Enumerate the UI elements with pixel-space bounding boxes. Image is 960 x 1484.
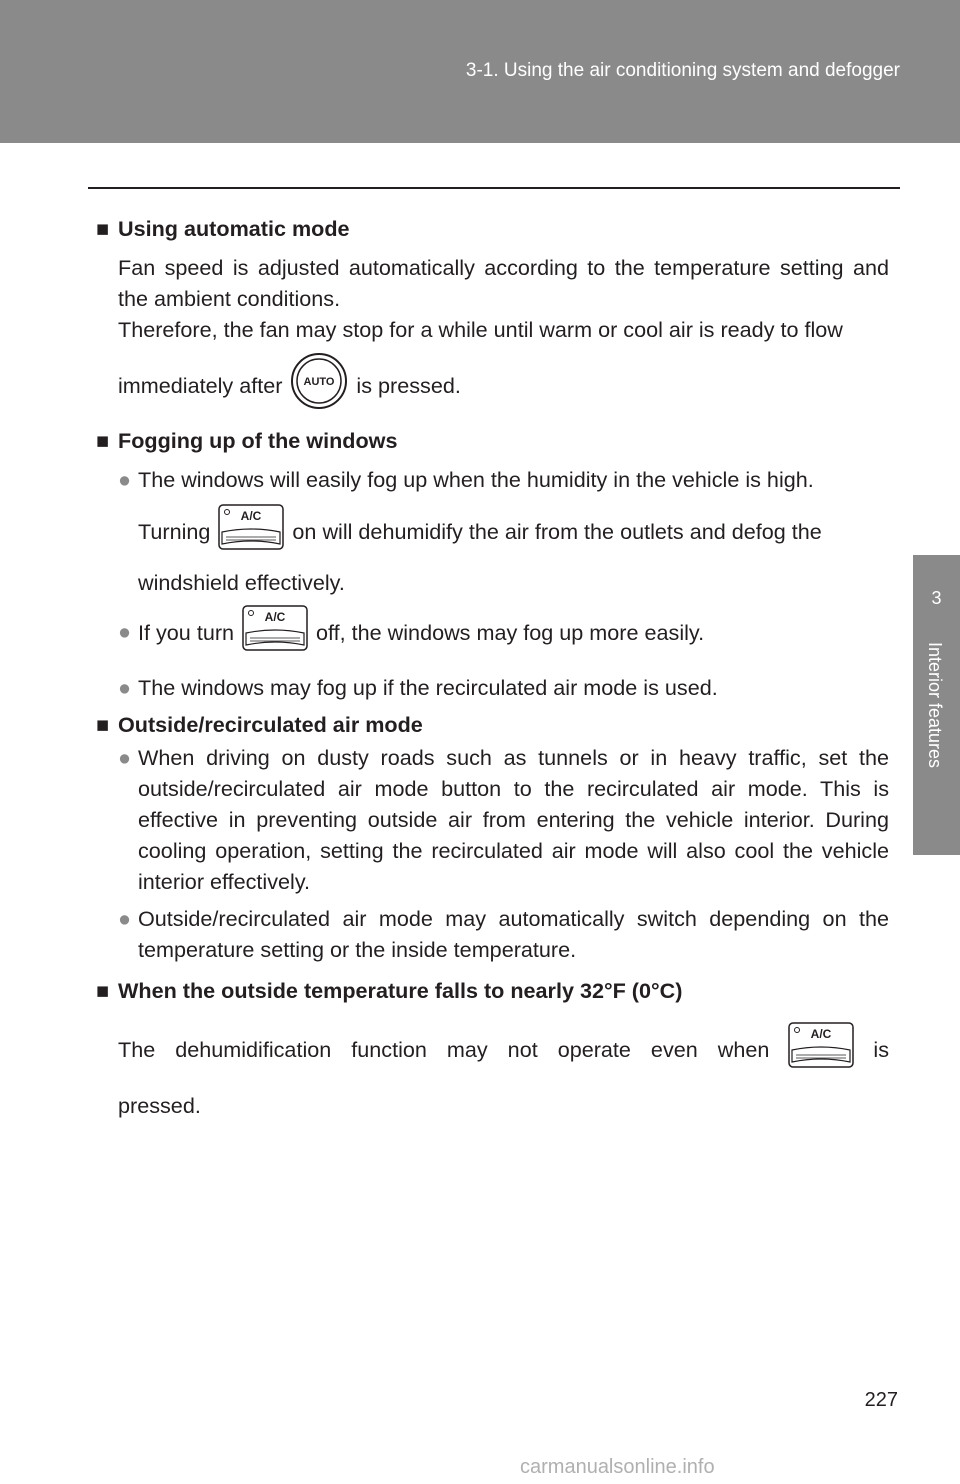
section-heading: ■Fogging up of the windows	[96, 425, 889, 456]
section-heading: ■Outside/recirculated air mode	[96, 709, 889, 740]
auto-button-icon: AUTO	[290, 352, 348, 418]
round-bullet-icon: ●	[118, 906, 132, 931]
page-number: 227	[864, 1389, 898, 1411]
section-heading: ■Using automatic mode	[96, 213, 889, 244]
ac-button-icon: A/C	[788, 1022, 855, 1076]
section-recirculated-air: ■Outside/recirculated air mode ● When dr…	[96, 709, 889, 965]
bullet-item: ● Outside/recirculated air mode may auto…	[96, 903, 889, 965]
square-bullet-icon: ■	[96, 712, 110, 737]
section-automatic-mode: ■Using automatic mode Fan speed is adjus…	[96, 213, 889, 415]
watermark-footer: carmanualsonline.info	[520, 1456, 715, 1478]
section-title: 3-1. Using the air conditioning system a…	[465, 60, 900, 81]
round-bullet-icon: ●	[118, 745, 132, 770]
svg-text:A/C: A/C	[811, 1027, 832, 1041]
bullet-item: ● When driving on dusty roads such as tu…	[96, 742, 889, 897]
side-chapter-tab	[913, 555, 960, 855]
svg-text:A/C: A/C	[265, 610, 286, 624]
svg-text:A/C: A/C	[241, 509, 262, 523]
page-content: ■Using automatic mode Fan speed is adjus…	[96, 213, 889, 1121]
round-bullet-icon: ●	[118, 619, 132, 644]
section-heading: ■When the outside temperature falls to n…	[96, 975, 889, 1006]
paragraph: Therefore, the fan may stop for a while …	[118, 317, 843, 342]
section-fogging: ■Fogging up of the windows ● The windows…	[96, 425, 889, 703]
svg-text:AUTO: AUTO	[304, 376, 335, 388]
ac-button-icon: A/C	[242, 605, 308, 659]
round-bullet-icon: ●	[118, 675, 132, 700]
bullet-item: ● If you turn A/C off, the windows may f…	[96, 604, 889, 660]
chapter-label: Interior features	[925, 642, 945, 769]
bullet-item: ● The windows may fog up if the recircul…	[96, 672, 889, 703]
header-band: 3-1. Using the air conditioning system a…	[0, 0, 960, 143]
paragraph: Fan speed is adjusted automatically acco…	[118, 255, 889, 311]
square-bullet-icon: ■	[96, 428, 110, 453]
round-bullet-icon: ●	[118, 467, 132, 492]
ac-button-icon: A/C	[218, 504, 285, 558]
paragraph-with-icon: immediately after AUTO is pressed.	[96, 352, 889, 418]
bullet-item: ● The windows will easily fog up when th…	[96, 464, 889, 598]
square-bullet-icon: ■	[96, 216, 110, 241]
square-bullet-icon: ■	[96, 978, 110, 1003]
chapter-number: 3	[931, 588, 942, 608]
header-rule	[88, 187, 900, 189]
section-outside-temperature: ■When the outside temperature falls to n…	[96, 975, 889, 1121]
paragraph-with-icon: The dehumidification function may not op…	[96, 1020, 889, 1078]
paragraph: pressed.	[118, 1093, 201, 1118]
